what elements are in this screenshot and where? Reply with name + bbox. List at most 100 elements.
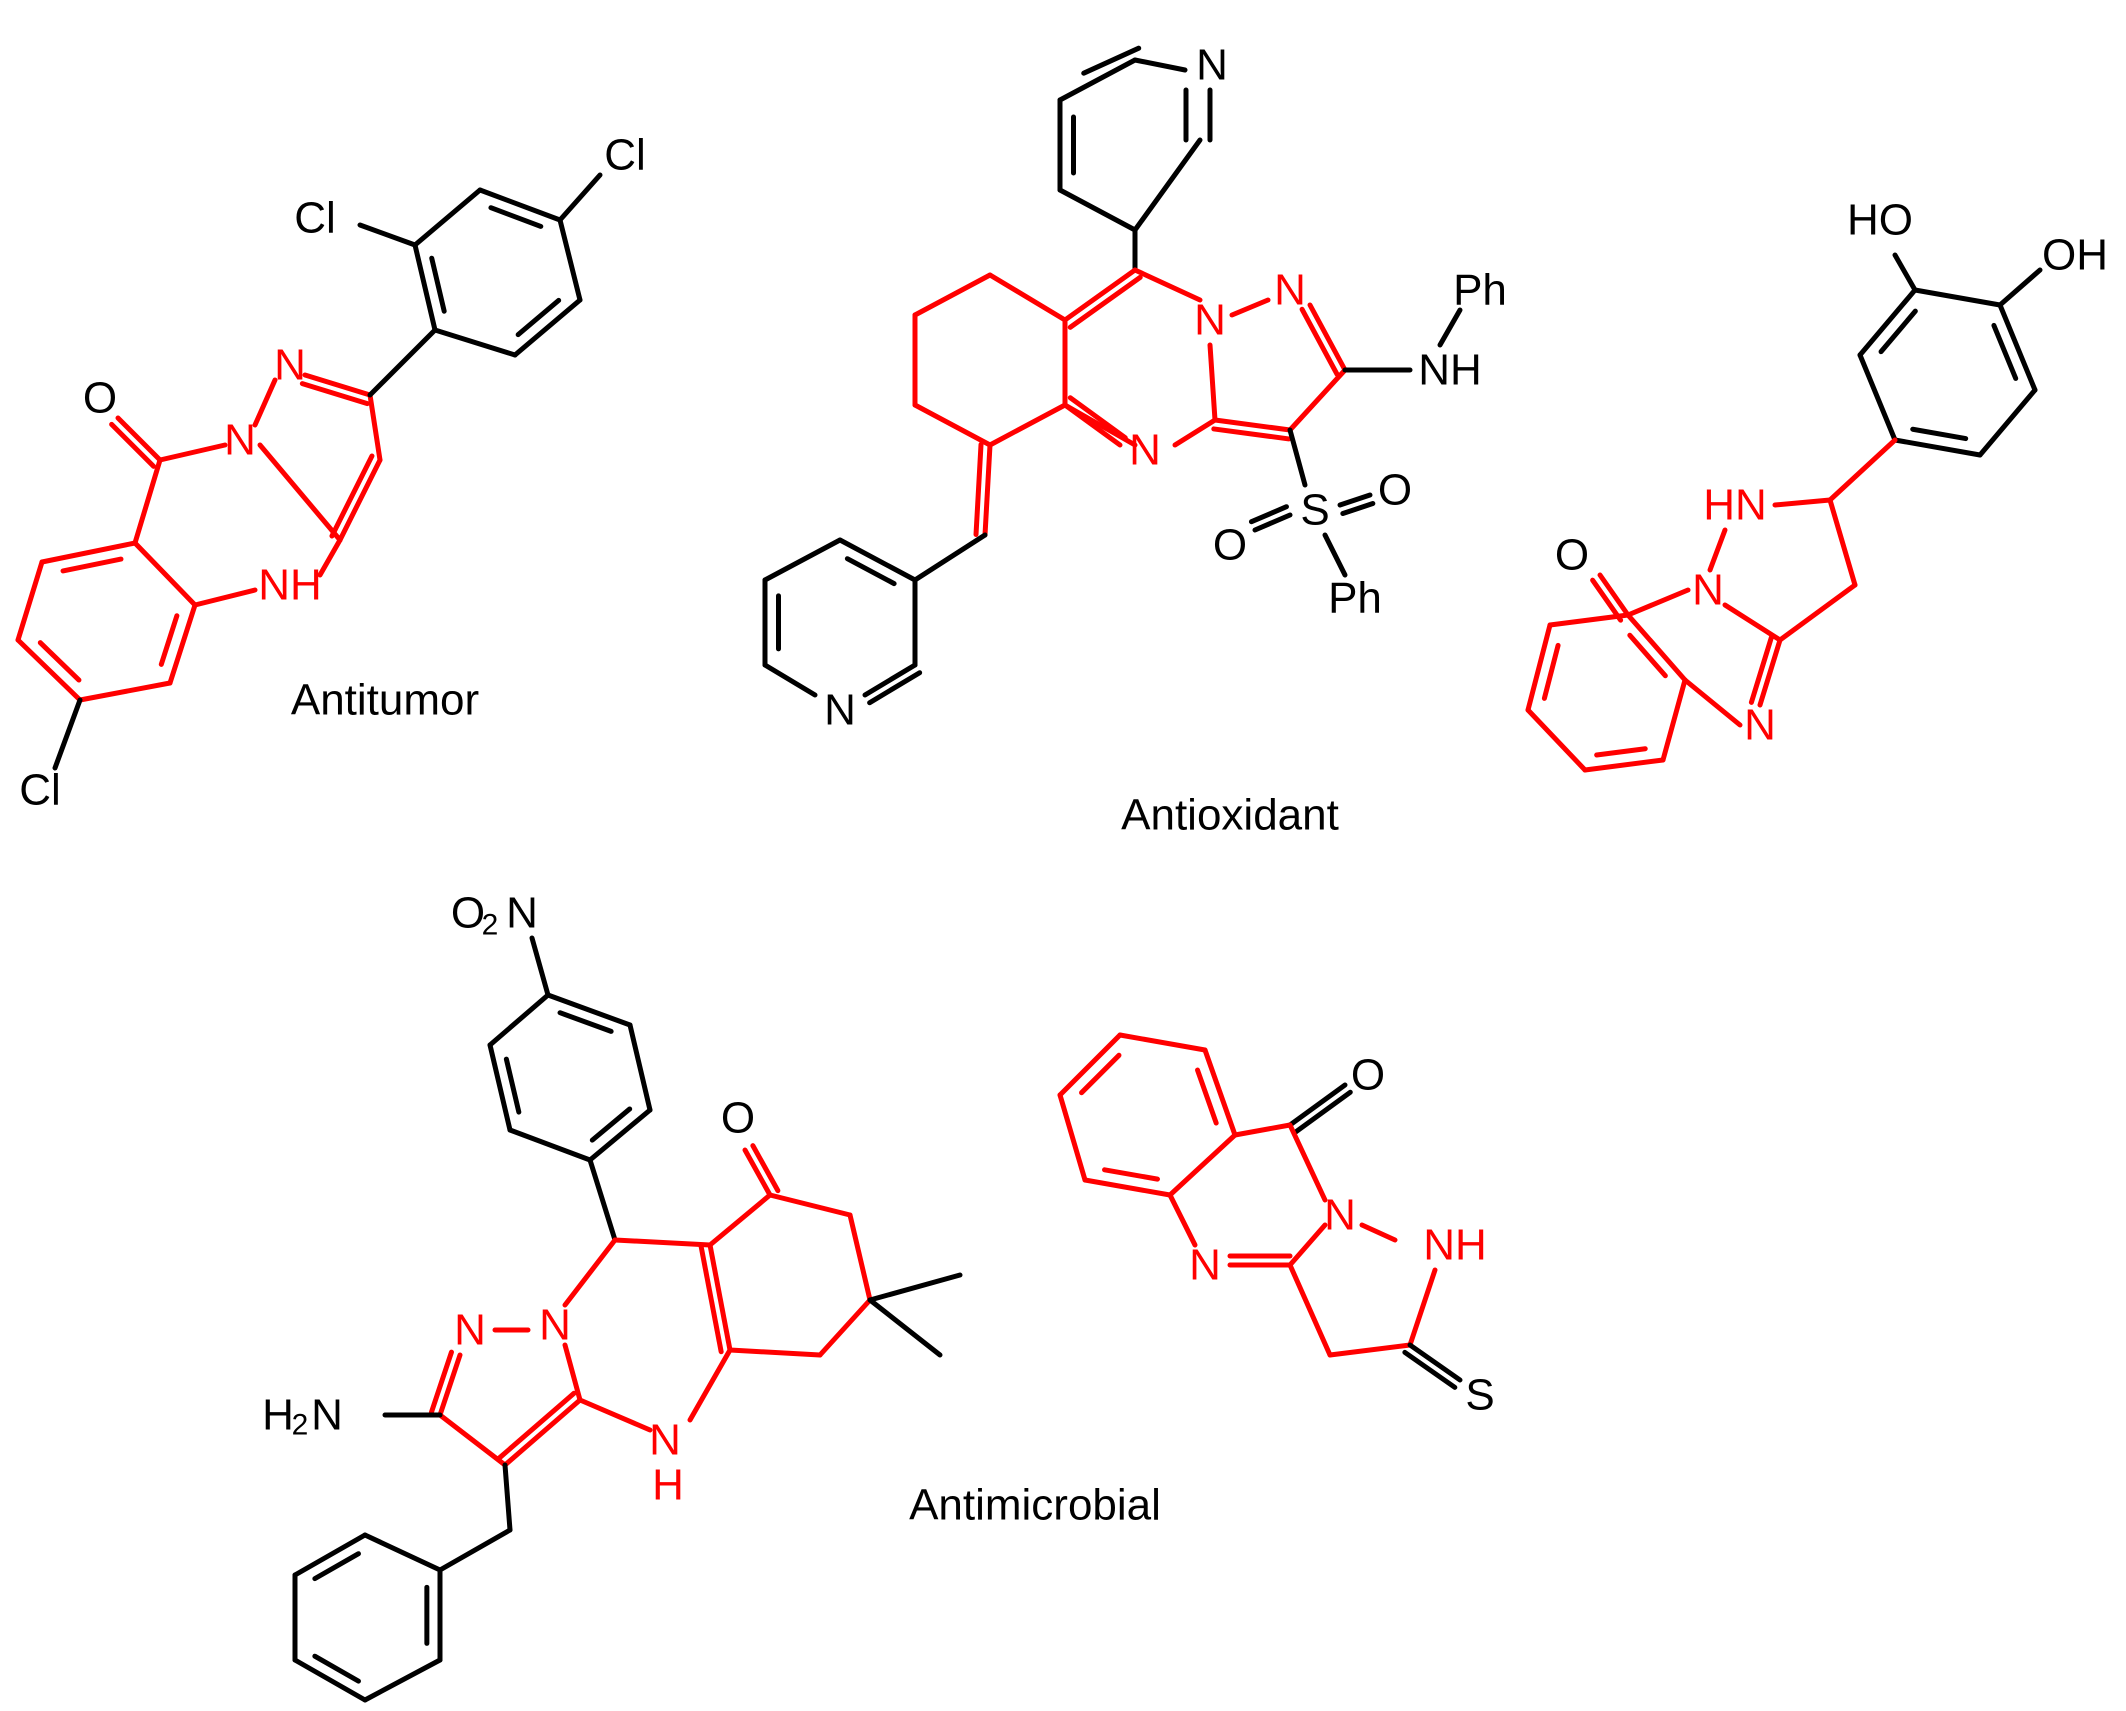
core-ring	[1062, 402, 1123, 448]
core-ring	[1625, 587, 1691, 618]
pyridine-ring	[762, 537, 843, 583]
core-ring	[157, 442, 228, 463]
core-ring	[1748, 634, 1774, 705]
benzyl-ring	[292, 1532, 368, 1578]
aromatic-bond	[503, 1056, 522, 1115]
pyrazole-ring	[1287, 367, 1348, 433]
core-ring	[1067, 395, 1128, 441]
n-atom: N	[454, 1306, 486, 1355]
carbonyl	[109, 421, 157, 469]
amine-h: H	[262, 1391, 294, 1440]
aromatic-bond	[1541, 642, 1561, 701]
core-ring	[317, 537, 343, 578]
n-atom: N	[1196, 41, 1228, 90]
n-atom: N	[1692, 566, 1724, 615]
pyrazole-ring	[437, 1352, 463, 1418]
benzyl-ring	[362, 1657, 443, 1703]
bond-vinyl	[912, 532, 988, 583]
bond-oh	[1892, 252, 1918, 293]
core-ring	[1757, 637, 1783, 708]
bond-benzyl	[502, 1462, 513, 1533]
pyridine-ring	[1057, 187, 1138, 233]
n-atom: N	[1194, 296, 1226, 345]
nitro-subscript: 2	[482, 909, 499, 942]
catechol-ring	[1857, 352, 1898, 443]
n-atom: N	[274, 341, 306, 390]
pyrazole-ring	[1207, 342, 1218, 423]
caption-antioxidant: Antioxidant	[1121, 791, 1339, 840]
double-bond	[1340, 501, 1376, 517]
hn-atom: HN	[1703, 481, 1767, 530]
cyclohexyl-ring	[987, 402, 1068, 448]
core-ring	[612, 1237, 713, 1248]
aromatic-bond	[158, 613, 180, 667]
pyrazole-ring	[367, 392, 383, 463]
core-ring	[1287, 1222, 1328, 1268]
nitrophenyl-ring	[487, 1042, 513, 1133]
pyridine-ring	[1057, 57, 1138, 103]
catechol-ring	[1857, 287, 1918, 358]
benzo-ring	[1167, 1132, 1238, 1198]
core-ring	[577, 1397, 653, 1433]
dichlorophenyl-ring	[412, 187, 483, 248]
dichlorophenyl-ring	[512, 297, 583, 358]
aromatic-bond	[60, 556, 124, 574]
pyrazole-ring	[1299, 306, 1340, 377]
benzo-ring	[15, 637, 83, 703]
benzo-ring	[15, 559, 45, 643]
n-atom: N	[539, 1301, 571, 1350]
core-ring	[192, 587, 258, 608]
exocyclic-alkene	[982, 442, 993, 538]
nitrophenyl-ring	[587, 1107, 653, 1163]
aromatic-bond	[589, 1106, 633, 1143]
cyclohexenone-ring	[767, 1192, 853, 1218]
core-ring	[1287, 1122, 1328, 1203]
cyclohexenone-ring	[817, 1297, 873, 1358]
oxygen-atom: O	[1351, 1051, 1385, 1100]
benzo-ring	[77, 680, 173, 703]
nh-atom: NH	[1423, 1221, 1487, 1270]
core-ring	[1167, 1192, 1198, 1248]
cyclohexenone-ring	[707, 1192, 773, 1248]
nitrophenyl-ring	[487, 992, 551, 1048]
nitrophenyl-ring	[627, 1022, 653, 1113]
n-atom: N	[1189, 1241, 1221, 1290]
benzo-ring	[1547, 612, 1631, 628]
core-ring	[132, 457, 163, 546]
core-ring	[1067, 274, 1143, 330]
aromatic-bond	[312, 1653, 361, 1684]
carbonyl	[115, 415, 163, 463]
benzo-ring	[1117, 1032, 1208, 1053]
core-ring	[562, 1237, 618, 1308]
oxygen-atom: O	[1555, 531, 1589, 580]
double-bond	[867, 670, 923, 706]
aromatic-bond	[312, 1551, 361, 1582]
n-atom: N	[1324, 1191, 1356, 1240]
cyclohexyl-ring	[912, 272, 993, 318]
aromatic-bond	[1594, 746, 1648, 758]
dichlorophenyl-ring	[477, 187, 563, 223]
nh-atom: NH	[258, 561, 322, 610]
catechol-ring	[1912, 287, 2003, 308]
bond-methyl	[867, 1272, 963, 1303]
bond-so	[1252, 512, 1293, 533]
pyrazole-ring	[1307, 302, 1348, 373]
catechol-ring	[1997, 302, 2038, 393]
oxygen-atom: O	[1213, 521, 1247, 570]
pyrazoline-ring	[1327, 1342, 1413, 1358]
nh-atom: NH	[1418, 346, 1482, 395]
n-atom: N	[1129, 426, 1161, 475]
pyrazole-ring	[437, 1412, 508, 1468]
core-ring	[698, 1244, 724, 1355]
catechol-ring	[1892, 437, 1983, 458]
bond-cl	[557, 172, 603, 223]
pyridine-ring	[762, 662, 818, 698]
pyrazole-ring	[1229, 297, 1271, 318]
aromatic-bond	[1102, 1167, 1160, 1182]
benzo-ring	[1057, 1092, 1088, 1183]
sulfur-atom: S	[1300, 486, 1329, 535]
benzo-ring	[39, 540, 138, 565]
oxygen-atom: O	[721, 1094, 755, 1143]
core-ring	[1062, 267, 1138, 323]
